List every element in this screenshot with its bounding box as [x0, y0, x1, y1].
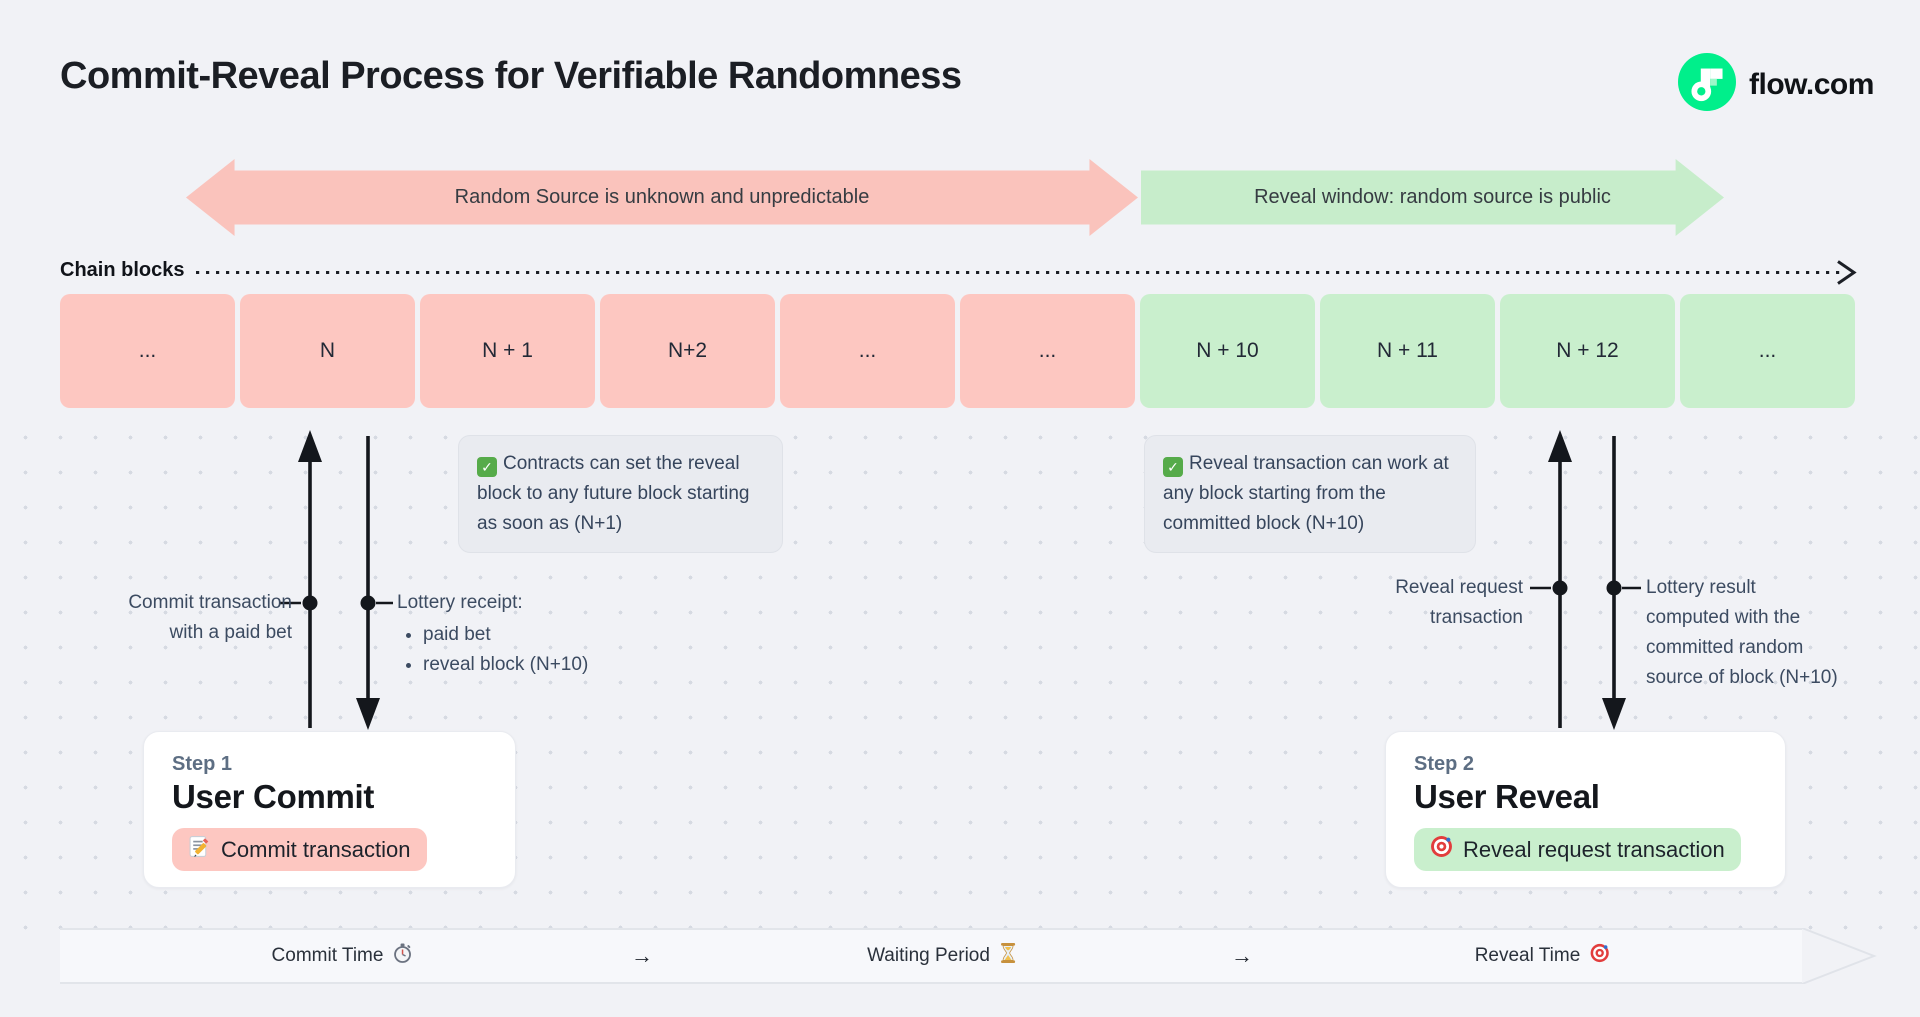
annotation-commit-transaction: Commit transaction with a paid bet: [60, 588, 292, 648]
timeline-label: Commit Time: [271, 945, 384, 966]
note-reveal-window: Reveal transaction can work at any block…: [1144, 435, 1476, 553]
banner-random-unknown-text: Random Source is unknown and unpredictab…: [454, 186, 870, 208]
receipt-bullet: reveal block (N+10): [423, 650, 657, 680]
timeline-waiting-period: Waiting Period: [867, 928, 1017, 984]
memo-icon: [188, 835, 211, 864]
timeline-arrow-end: [1801, 928, 1877, 984]
step-1-card: Step 1 User Commit Commit transaction: [143, 731, 516, 888]
commit-transaction-button[interactable]: Commit transaction: [172, 828, 427, 871]
chain-block: N + 1: [420, 294, 595, 408]
step-title: User Reveal: [1414, 778, 1600, 815]
stopwatch-icon: [392, 943, 412, 969]
annotation-reveal-request: Reveal request transaction: [1318, 573, 1523, 633]
annotation-line: with a paid bet: [169, 622, 292, 643]
chain-block: ...: [60, 294, 235, 408]
chain-blocks-label: Chain blocks: [60, 259, 185, 281]
brand[interactable]: flow.com: [1678, 53, 1874, 116]
timeline-reveal-time: Reveal Time: [1475, 928, 1610, 984]
annotation-line: Commit transaction: [128, 592, 292, 613]
chain-block: ...: [780, 294, 955, 408]
annotation-line: transaction: [1430, 607, 1523, 628]
annotation-line: computed with the: [1646, 607, 1801, 628]
check-icon: [1163, 457, 1183, 477]
commit-button-label: Commit transaction: [221, 836, 411, 862]
annotation-title: Lottery receipt:: [397, 592, 523, 613]
timeline-bar: [60, 928, 1802, 984]
banner-reveal-window-text: Reveal window: random source is public: [1254, 186, 1611, 208]
annotation-line: committed random: [1646, 637, 1804, 658]
reveal-request-button[interactable]: Reveal request transaction: [1414, 828, 1741, 871]
receipt-bullet-list: paid bet reveal block (N+10): [397, 620, 657, 680]
page-title: Commit-Reveal Process for Verifiable Ran…: [60, 55, 962, 97]
banner-reveal-window: Reveal window: random source is public: [1141, 159, 1724, 236]
step-title: User Commit: [172, 778, 375, 815]
note-text: Reveal transaction can work at any block…: [1163, 453, 1449, 534]
timeline-arrow: →: [1231, 928, 1253, 984]
chain-block: ...: [1680, 294, 1855, 408]
annotation-line: source of block (N+10): [1646, 667, 1838, 688]
note-text: Contracts can set the reveal block to an…: [477, 453, 750, 534]
annotation-lottery-receipt: Lottery receipt: paid bet reveal block (…: [397, 588, 657, 680]
chain-block: N: [240, 294, 415, 408]
target-icon: [1589, 943, 1609, 969]
annotation-line: Reveal request: [1395, 577, 1523, 598]
flow-logo-icon: [1678, 53, 1736, 116]
timeline-arrow: →: [631, 928, 653, 984]
arrow-right-icon: →: [631, 943, 653, 968]
chain-dotted-arrow: [196, 260, 1857, 285]
step-2-card: Step 2 User Reveal Reveal request transa…: [1385, 731, 1786, 888]
timeline-label: Waiting Period: [867, 945, 990, 966]
check-icon: [477, 457, 497, 477]
reveal-button-label: Reveal request transaction: [1463, 836, 1725, 862]
chain-block: N + 11: [1320, 294, 1495, 408]
arrow-right-icon: →: [1231, 943, 1253, 968]
timeline-label: Reveal Time: [1474, 945, 1581, 966]
target-icon: [1430, 835, 1453, 864]
hourglass-icon: [999, 943, 1017, 969]
step-label: Step 2: [1414, 753, 1475, 775]
chain-block: N + 12: [1500, 294, 1675, 408]
step-label: Step 1: [172, 753, 233, 775]
chain-block: N + 10: [1140, 294, 1315, 408]
note-reveal-block-choice: Contracts can set the reveal block to an…: [458, 435, 783, 553]
banner-random-unknown: Random Source is unknown and unpredictab…: [186, 159, 1138, 236]
annotation-line: Lottery result: [1646, 577, 1756, 598]
annotation-lottery-result: Lottery result computed with the committ…: [1646, 573, 1916, 693]
chain-block: N+2: [600, 294, 775, 408]
chain-block: ...: [960, 294, 1135, 408]
timeline-commit-time: Commit Time: [272, 928, 413, 984]
chain-blocks-row: ... N N + 1 N+2 ... ... N + 10 N + 11 N …: [60, 294, 1855, 408]
brand-name: flow.com: [1749, 67, 1874, 101]
receipt-bullet: paid bet: [423, 620, 657, 650]
